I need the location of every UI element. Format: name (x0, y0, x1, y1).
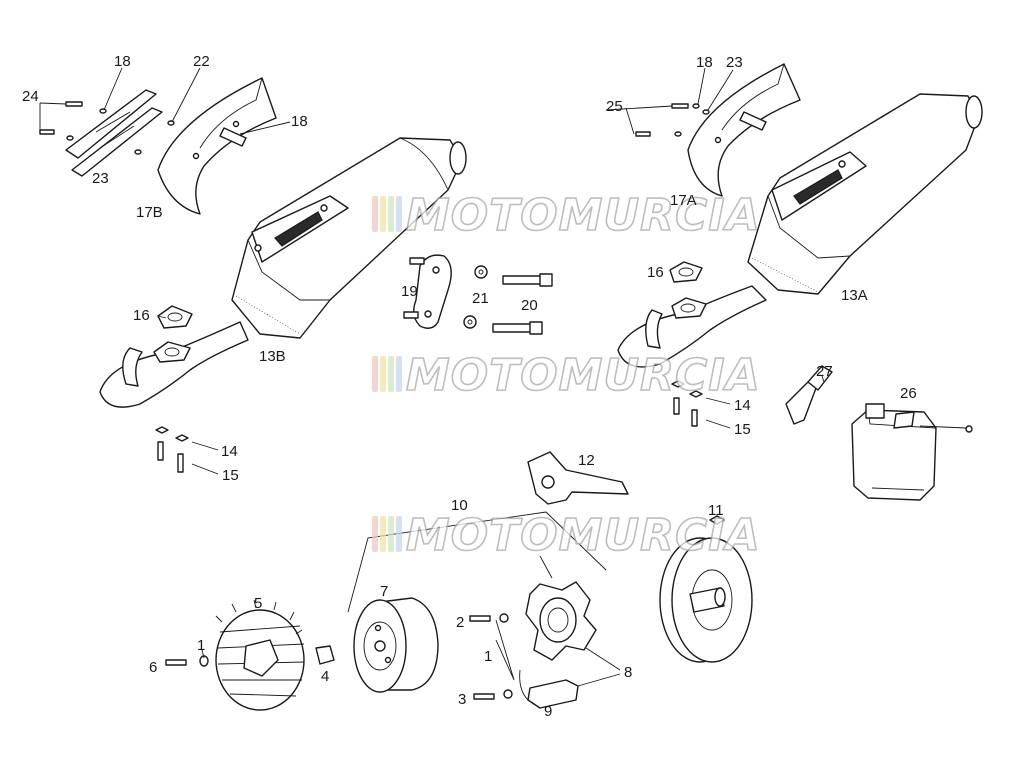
gasket-16-left (157, 305, 193, 329)
callout-13b: 13B (259, 348, 286, 365)
callout-1-right: 1 (484, 648, 492, 665)
callout-23-right: 23 (726, 54, 743, 71)
watermark-bottom: MOTOMURCIA (372, 509, 761, 562)
stator-8 (525, 555, 597, 661)
bracket-19 (403, 254, 452, 329)
watermark-middle: MOTOMURCIA (372, 349, 761, 402)
callout-1-left: 1 (197, 637, 205, 654)
svg-text:MOTOMURCIA: MOTOMURCIA (406, 350, 761, 401)
callout-15-left: 15 (222, 467, 239, 484)
callout-14-left: 14 (221, 443, 238, 460)
callout-17a: 17A (670, 192, 697, 209)
bracket-23-left (65, 89, 163, 177)
screw-6-washer-1 (165, 655, 209, 667)
callout-16-left: 16 (133, 307, 150, 324)
cooling-fan-5 (215, 599, 305, 711)
cdi-unit-26 (851, 403, 973, 501)
callout-2: 2 (456, 614, 464, 631)
callout-6: 6 (149, 659, 157, 676)
callout-22: 22 (193, 53, 210, 70)
svg-text:MOTOMURCIA: MOTOMURCIA (406, 510, 761, 561)
callout-7: 7 (380, 583, 388, 600)
fasteners-18-22-24-left (39, 101, 175, 155)
callout-10: 10 (451, 497, 468, 514)
flange-right (671, 297, 707, 319)
bolts-20-washers-21 (463, 265, 553, 335)
callout-5: 5 (254, 595, 262, 612)
callout-13a: 13A (841, 287, 868, 304)
callout-26: 26 (900, 385, 917, 402)
callout-21: 21 (472, 290, 489, 307)
screws-washers-14-15-left (155, 426, 189, 473)
spark-plug-cap-27 (785, 365, 833, 425)
callout-14-right: 14 (734, 397, 751, 414)
header-pipe-13b (99, 321, 249, 408)
heat-shield-17b (157, 77, 277, 215)
callout-16-right: 16 (647, 264, 664, 281)
callout-17b: 17B (136, 204, 163, 221)
callout-12: 12 (578, 452, 595, 469)
gasket-16-right (669, 261, 703, 283)
callout-24: 24 (22, 88, 39, 105)
muffler-13a (747, 93, 983, 295)
pickup-9 (519, 669, 579, 709)
bracket-12 (527, 451, 629, 505)
fasteners-18-23-25-right (635, 103, 710, 137)
muffler-13b (231, 137, 467, 339)
callout-23-left: 23 (92, 170, 109, 187)
callouts: 24 18 22 18 23 17B 16 13B 19 21 20 14 15… (22, 53, 917, 720)
callout-18-left-top: 18 (114, 53, 131, 70)
callout-15-right: 15 (734, 421, 751, 438)
callout-9: 9 (544, 703, 552, 720)
rotor-disc (659, 537, 753, 663)
callout-19: 19 (401, 283, 418, 300)
callout-4: 4 (321, 668, 329, 685)
svg-text:MOTOMURCIA: MOTOMURCIA (406, 190, 761, 241)
callout-18-left-shield: 18 (291, 113, 308, 130)
nut-11 (709, 515, 725, 525)
leader-lines (39, 67, 825, 687)
callout-27: 27 (816, 363, 833, 380)
wire-10 (347, 511, 607, 613)
callout-3: 3 (458, 691, 466, 708)
callout-25: 25 (606, 98, 623, 115)
heat-shield-17a (687, 63, 801, 197)
flange-left (153, 341, 191, 363)
callout-18-right: 18 (696, 54, 713, 71)
screws-2-3 (469, 613, 513, 700)
watermark-top: MOTOMURCIA (372, 189, 761, 242)
callout-8: 8 (624, 664, 632, 681)
flywheel-7 (353, 597, 439, 693)
nut-4 (315, 645, 335, 665)
screws-washers-14-15-right (671, 380, 703, 427)
callout-20: 20 (521, 297, 538, 314)
callout-11: 11 (708, 502, 724, 519)
